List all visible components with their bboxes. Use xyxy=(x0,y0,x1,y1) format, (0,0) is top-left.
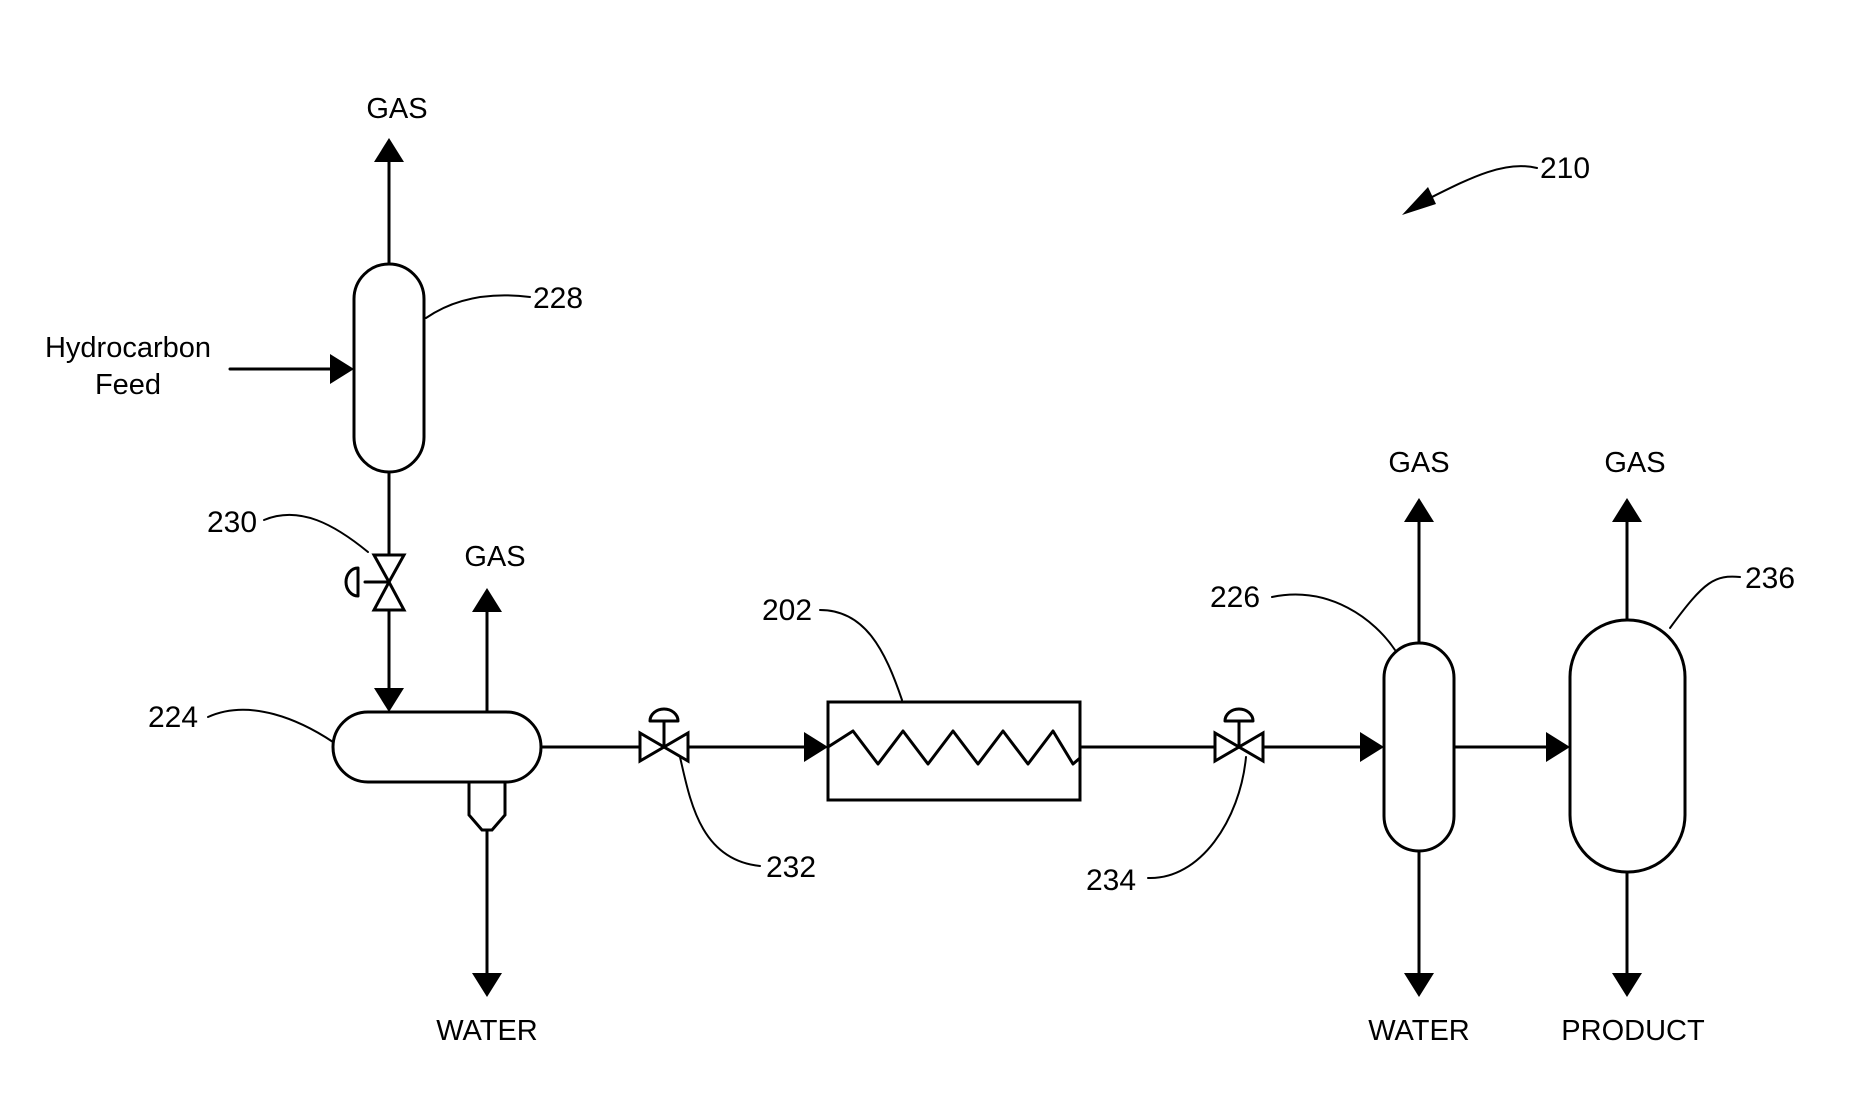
valve-230-body-bottom xyxy=(374,582,404,610)
separator-226-vessel xyxy=(1384,643,1454,851)
stream-label-water-224: WATER xyxy=(436,1015,538,1047)
heater-inlet-arrow xyxy=(804,732,828,762)
ref-label-234: 234 xyxy=(1086,864,1136,897)
valve-230-body-top xyxy=(374,555,404,582)
separator-228-vessel xyxy=(354,264,424,472)
stream-label-product-236: PRODUCT xyxy=(1561,1015,1705,1047)
separator-228: GAS 228 xyxy=(354,93,583,472)
feed-label-line2: Feed xyxy=(95,369,161,401)
stream-label-water-226: WATER xyxy=(1368,1015,1470,1047)
vessel-236: GAS PRODUCT 236 xyxy=(1561,447,1795,1047)
gas-outlet-arrow xyxy=(374,138,404,162)
ref-label-236: 236 xyxy=(1745,562,1795,595)
stream-label-gas-236: GAS xyxy=(1604,447,1665,479)
stream-label-gas-226: GAS xyxy=(1388,447,1449,479)
feed-label-line1: Hydrocarbon xyxy=(45,332,211,364)
valve-234-body-right xyxy=(1239,733,1263,761)
ref-label-226: 226 xyxy=(1210,581,1260,614)
valve-232-body-right xyxy=(664,733,688,761)
ref-label-224: 224 xyxy=(148,701,198,734)
valve-234-body-left xyxy=(1215,733,1239,761)
separator-226-inlet-arrow xyxy=(1360,732,1384,762)
valve-234: 234 xyxy=(1080,709,1384,897)
separator-224-vessel xyxy=(333,712,541,782)
ref-label-232: 232 xyxy=(766,851,816,884)
gas-outlet-arrow xyxy=(472,588,502,612)
gas-outlet-arrow xyxy=(1404,498,1434,522)
valve-232-body-left xyxy=(640,733,664,761)
gas-outlet-arrow xyxy=(1612,498,1642,522)
heater-202-box xyxy=(828,702,1080,800)
ref-label-228: 228 xyxy=(533,282,583,315)
product-outlet-arrow xyxy=(1612,973,1642,997)
hydrocarbon-feed: Hydrocarbon Feed xyxy=(45,332,354,401)
inlet-arrow-224 xyxy=(374,688,404,712)
ref-label-230: 230 xyxy=(207,506,257,539)
valve-230: 230 xyxy=(207,472,404,712)
stream-label-gas-228: GAS xyxy=(366,93,427,125)
separator-224: GAS WATER 224 xyxy=(148,541,541,1047)
figure-ref-label: 210 xyxy=(1540,152,1590,185)
water-boot xyxy=(469,782,505,830)
stream-label-gas-224: GAS xyxy=(464,541,525,573)
ref-label-202: 202 xyxy=(762,594,812,627)
water-outlet-arrow xyxy=(472,973,502,997)
water-outlet-arrow xyxy=(1404,973,1434,997)
valve-232: 232 xyxy=(541,709,828,884)
vessel-236-inlet-arrow xyxy=(1546,732,1570,762)
figure-reference: 210 xyxy=(1402,152,1590,215)
line-226-to-236 xyxy=(1454,732,1570,762)
heater-202: 202 xyxy=(762,594,1080,800)
vessel-236-body xyxy=(1570,620,1685,872)
feed-inlet-arrow xyxy=(330,354,354,384)
